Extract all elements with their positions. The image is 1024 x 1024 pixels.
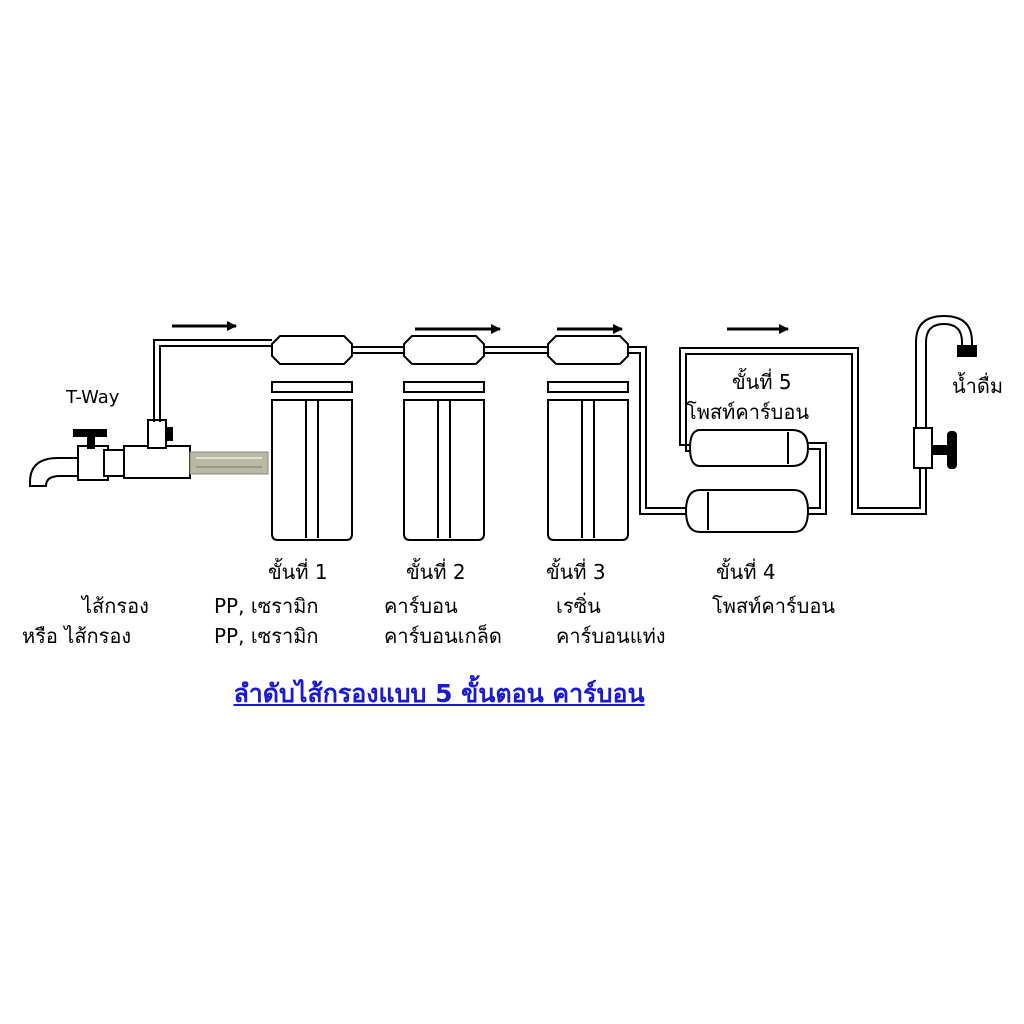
stage-1-media-2: PP, เซรามิก [214, 624, 319, 648]
stage-5-name: ขั้นที่ 5 [732, 370, 792, 394]
left-label-2: หรือ ไส้กรอง [22, 624, 132, 648]
stage-5-media: โพสท์คาร์บอน [686, 400, 810, 424]
filter-housing-3 [547, 335, 629, 541]
pipe-5-loop [679, 347, 927, 515]
stage-3-media-2: คาร์บอนแท่ง [556, 624, 666, 648]
stage-2-media-1: คาร์บอน [384, 594, 458, 618]
t-way-valve [123, 419, 191, 479]
stage-3-name: ขั้นที่ 3 [546, 560, 606, 584]
t-way-label: T-Way [66, 387, 120, 408]
outlet-label: น้ำดื่ม [952, 374, 1004, 398]
inlet-pipe [153, 339, 272, 422]
inline-filter-5 [688, 429, 810, 467]
outlet-faucet [913, 314, 977, 469]
filter-housing-1 [271, 335, 353, 541]
stage-1-media-1: PP, เซรามิก [214, 594, 319, 618]
filter-housing-2 [403, 335, 485, 541]
pipe-3-4 [628, 346, 688, 515]
diagram-title[interactable]: ลำดับไส้กรองแบบ 5 ขั้นตอน คาร์บอน [233, 679, 645, 708]
stage-4-name: ขั้นที่ 4 [716, 560, 776, 584]
stage-4-media: โพสท์คาร์บอน [712, 594, 836, 618]
inline-filter-4 [684, 489, 810, 533]
left-label-1: ไส้กรอง [82, 594, 149, 618]
faucet-tap [29, 429, 125, 487]
hose [189, 451, 269, 475]
stage-2-media-2: คาร์บอนเกล็ด [384, 624, 502, 648]
stage-2-name: ขั้นที่ 2 [406, 560, 466, 584]
stage-1-name: ขั้นที่ 1 [268, 560, 328, 584]
pipe-4-5 [808, 442, 827, 515]
stage-3-media-1: เรซิ่น [556, 594, 601, 618]
